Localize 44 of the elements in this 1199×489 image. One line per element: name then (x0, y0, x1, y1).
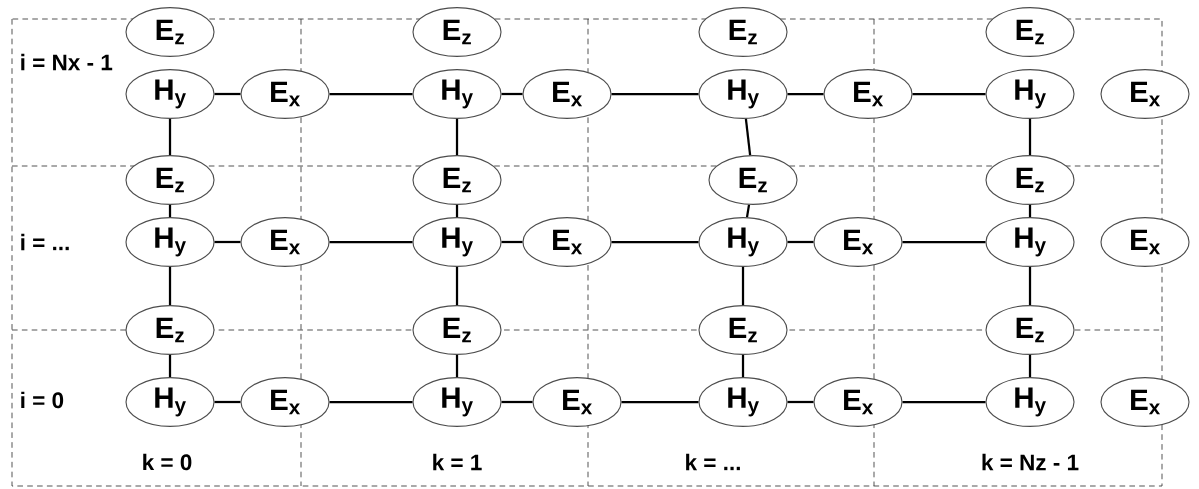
connector-line (168, 354, 172, 378)
column-label: k = 0 (143, 453, 192, 471)
connector-line (787, 92, 824, 96)
connector-line (214, 240, 241, 244)
connector-line (611, 92, 699, 96)
connector-line (741, 266, 745, 306)
connector-line (1028, 118, 1032, 156)
connector-line (501, 92, 523, 96)
connector-line (1028, 354, 1032, 378)
connector-line (787, 400, 814, 404)
connector-line (168, 204, 172, 218)
connector-line (455, 204, 459, 218)
connector-line (455, 118, 459, 156)
connector-line (1028, 266, 1032, 306)
connector-line (787, 240, 814, 244)
connector-line (621, 400, 699, 404)
connector-line (329, 92, 413, 96)
connector-line (168, 266, 172, 306)
connector-line (214, 400, 241, 404)
connector-line (329, 400, 413, 404)
row-label: i = 0 (21, 391, 64, 409)
column-label: k = Nz - 1 (982, 453, 1079, 471)
row-label: i = Nx - 1 (21, 53, 113, 71)
row-label: i = ... (21, 233, 69, 251)
connector-line (912, 92, 986, 96)
connector-line (744, 118, 752, 156)
connector-line (168, 118, 172, 156)
node-label: E$_{x}$ (1131, 81, 1161, 107)
column-label: k = ... (686, 453, 740, 471)
connector-line (741, 354, 745, 378)
connector-line (501, 240, 523, 244)
node-label: E$_{x}$ (1131, 229, 1161, 255)
column-label: k = 1 (433, 453, 482, 471)
connector-line (902, 240, 986, 244)
node-label: E$_{x}$ (1131, 389, 1161, 415)
connector-line (501, 400, 533, 404)
connector-line (745, 204, 751, 218)
connector-line (902, 400, 986, 404)
connector-line (455, 266, 459, 306)
connector-line (214, 92, 241, 96)
connector-line (611, 240, 699, 244)
connector-line (329, 240, 413, 244)
connector-line (1028, 204, 1032, 218)
connector-line (455, 354, 459, 378)
